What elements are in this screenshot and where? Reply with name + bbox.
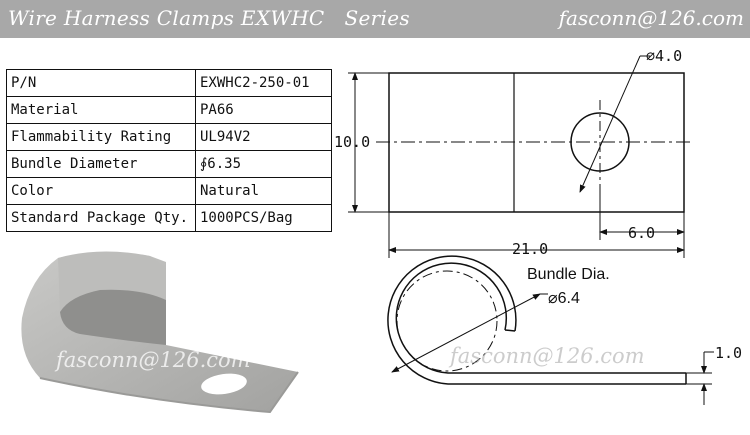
bundle-dia-label: Bundle Dia. — [527, 266, 610, 283]
header-bar: Wire Harness Clamps EXWHC Series fasconn… — [0, 0, 750, 38]
thickness-dimension-label: 1.0 — [715, 344, 743, 362]
spec-value: PA66 — [195, 96, 332, 124]
spec-value: ∮6.35 — [195, 150, 332, 178]
spec-row-package: Standard Package Qty.1000PCS/Bag — [6, 204, 332, 232]
watermark-left: fasconn@126.com — [56, 348, 251, 372]
spec-value: 1000PCS/Bag — [195, 204, 332, 232]
clamp-3d-image — [21, 251, 299, 414]
header-email: fasconn@126.com — [558, 6, 744, 30]
header-title: Wire Harness Clamps EXWHC Series — [8, 6, 410, 30]
spec-label: Standard Package Qty. — [6, 204, 196, 232]
spec-row-bundle-diameter: Bundle Diameter∮6.35 — [6, 150, 332, 178]
spec-value: UL94V2 — [195, 123, 332, 151]
height-dimension-label: 10.0 — [334, 133, 371, 151]
spec-label: Bundle Diameter — [6, 150, 196, 178]
spec-label: Material — [6, 96, 196, 124]
side-view — [387, 255, 714, 405]
bundle-dia-value: ⌀6.4 — [548, 290, 580, 307]
spec-value: Natural — [195, 177, 332, 205]
length-dimension-label: 21.0 — [512, 240, 549, 258]
spec-value: EXWHC2-250-01 — [195, 69, 332, 97]
top-view — [348, 55, 692, 258]
watermark-right: fasconn@126.com — [450, 344, 645, 368]
hole-offset-dimension-label: 6.0 — [628, 224, 656, 242]
spec-label: Color — [6, 177, 196, 205]
hole-diameter-label: ⌀4.0 — [646, 47, 683, 65]
clamp-mounting-hole — [201, 373, 247, 395]
